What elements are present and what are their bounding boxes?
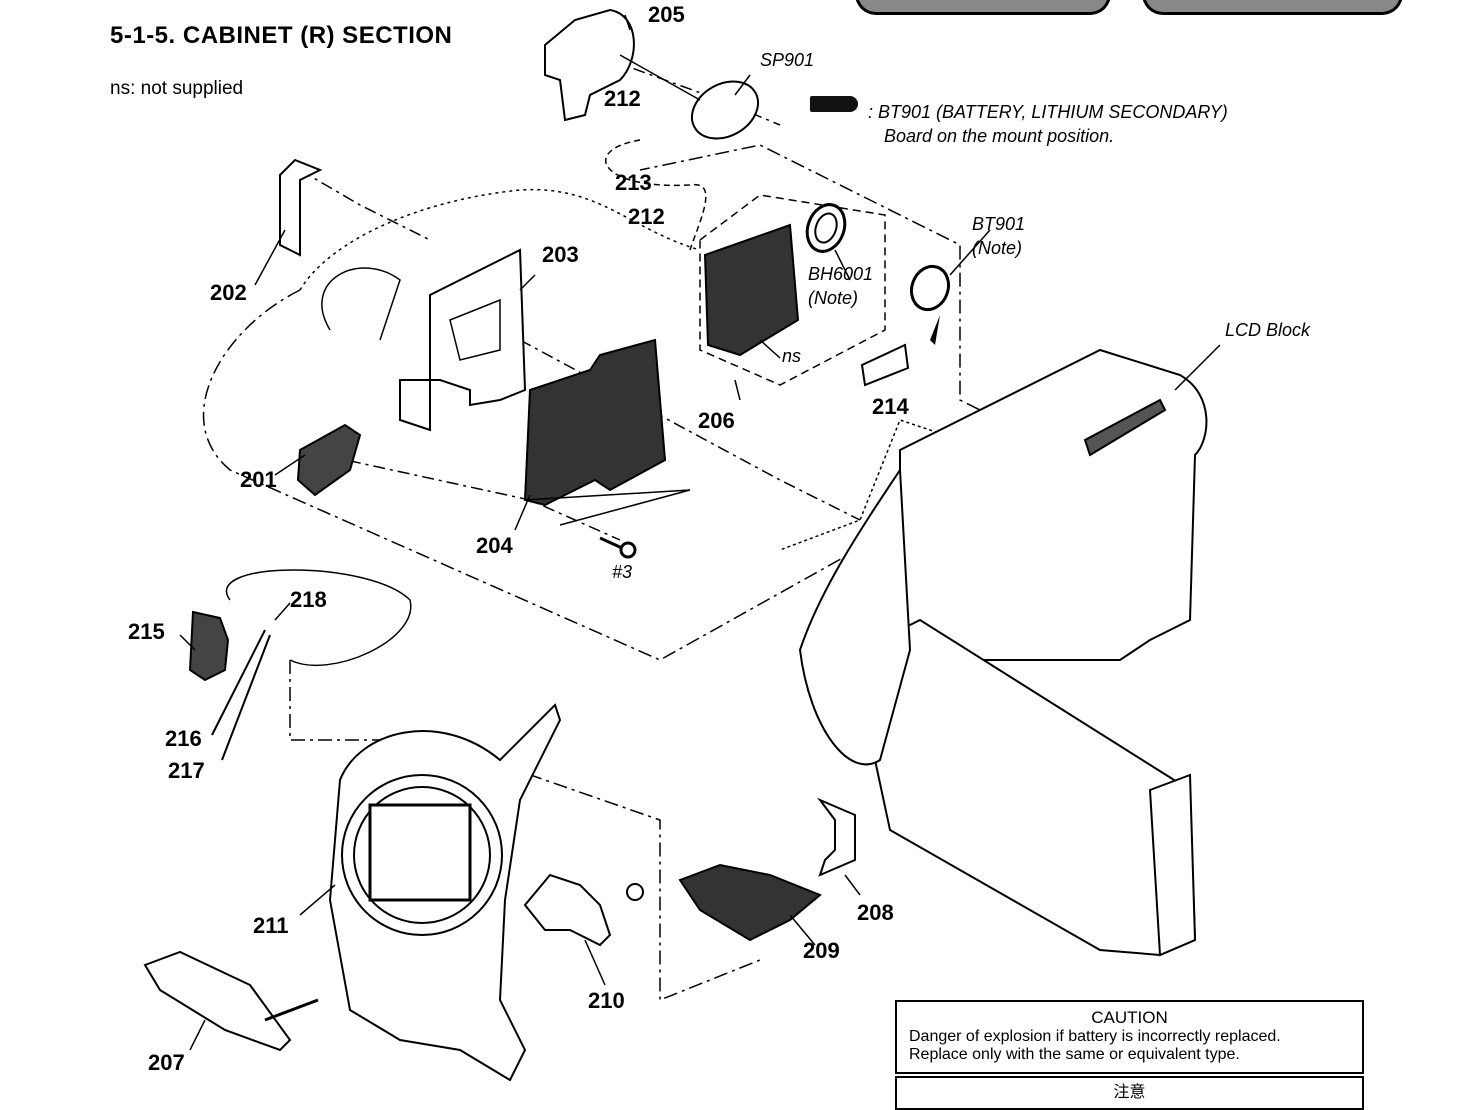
part-215-switch (188, 610, 230, 682)
part-number-216: 216 (165, 726, 202, 751)
page-title: 5-1-5. CABINET (R) SECTION (110, 22, 453, 49)
part-210-bracket (523, 873, 612, 947)
part-number-205: 205 (648, 2, 685, 27)
part-209-board (678, 863, 822, 942)
sp901-speaker (691, 80, 759, 140)
bt901-battery (909, 264, 951, 312)
label-screw: #3 (612, 562, 633, 582)
part-number-208: 208 (857, 900, 894, 925)
legend-text: ns: not supplied (110, 78, 244, 99)
caution-box-japanese: 注意 (895, 1076, 1364, 1110)
part-211-front-cabinet (328, 703, 562, 1082)
upper-dash-outline (299, 188, 701, 291)
part-number-217: 217 (168, 758, 205, 783)
part-214-label (860, 343, 910, 387)
lcd-block (798, 348, 1208, 957)
part-203-frame (399, 248, 527, 432)
cable-loop (321, 267, 401, 341)
part-number-207: 207 (148, 1050, 185, 1075)
part-205-bracket (544, 8, 635, 122)
left-wire-loop (225, 569, 412, 666)
part-207-grip (143, 950, 292, 1052)
part-number-209: 209 (803, 938, 840, 963)
part-number-212-mid: 212 (628, 204, 665, 229)
part-number-210: 210 (588, 988, 625, 1013)
part-number-212-top: 212 (604, 86, 641, 111)
caution-line-1: Danger of explosion if battery is incorr… (909, 1028, 1281, 1045)
board-box (699, 194, 886, 386)
main-dash-outline (202, 144, 1001, 661)
install-arrow (930, 315, 950, 360)
cable-wire (605, 139, 707, 251)
caution-line-2: Replace only with the same or equivalent… (909, 1046, 1240, 1063)
note-line-2: Board on the mount position. (884, 126, 1115, 146)
caution-title: CAUTION (1091, 1008, 1168, 1027)
part-201-connector (296, 423, 362, 497)
label-bt901-note: (Note) (972, 238, 1023, 258)
pointing-hand-icon (810, 96, 858, 112)
lower-dash-outline (289, 660, 761, 1002)
label-bt901: BT901 (972, 214, 1026, 234)
part-number-211: 211 (253, 913, 289, 938)
part-number-213: 213 (615, 170, 652, 195)
part-208-strip (816, 797, 856, 877)
label-lcd-block: LCD Block (1225, 320, 1311, 340)
screw-3 (599, 536, 637, 559)
leader-dash-1 (299, 169, 431, 241)
label-sp901: SP901 (760, 50, 815, 70)
part-206-board (703, 223, 800, 357)
part-number-204: 204 (476, 533, 513, 558)
part-number-201: 201 (240, 467, 277, 492)
label-bh6001: BH6001 (808, 264, 874, 284)
part-number-218: 218 (290, 587, 327, 612)
label-bh6001-note: (Note) (808, 288, 859, 308)
part-number-214: 214 (872, 394, 909, 419)
part-number-202: 202 (210, 280, 247, 305)
part-number-206: 206 (698, 408, 735, 433)
label-ns: ns (782, 346, 802, 366)
part-number-203: 203 (542, 242, 579, 267)
note-line-1: : BT901 (BATTERY, LITHIUM SECONDARY) (868, 102, 1228, 122)
part-202-sheet (279, 158, 323, 257)
caution-box: CAUTION Danger of explosion if battery i… (895, 1000, 1364, 1074)
caution-jp-title: 注意 (1113, 1084, 1146, 1101)
part-204-board (523, 338, 667, 507)
part-number-215: 215 (128, 619, 165, 644)
leader-dash-3 (519, 339, 861, 521)
